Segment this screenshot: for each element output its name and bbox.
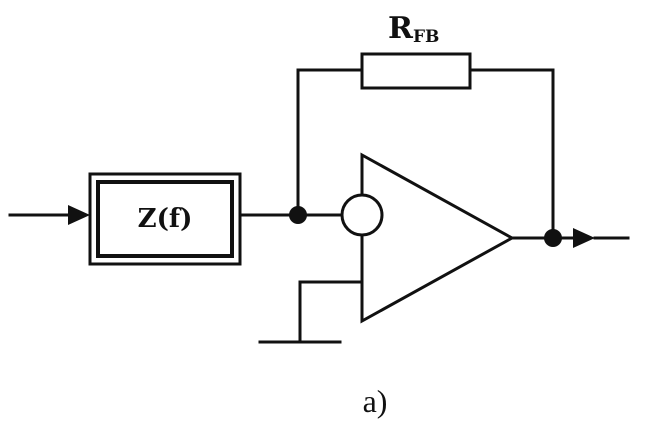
output-arrow (573, 228, 595, 248)
figure-caption: a) (363, 383, 388, 419)
resistor-label-main: R (388, 11, 414, 46)
output-node-dot (544, 229, 562, 247)
resistor-label: RFB (388, 11, 439, 47)
inverting-input-circle (340, 193, 384, 237)
resistor-label-subscript: FB (413, 27, 439, 47)
feedback-resistor (360, 52, 472, 90)
impedance-label: Z(f) (138, 204, 193, 234)
input-arrow (68, 205, 90, 225)
opamp-triangle (360, 152, 516, 324)
impedance-block (96, 180, 234, 258)
